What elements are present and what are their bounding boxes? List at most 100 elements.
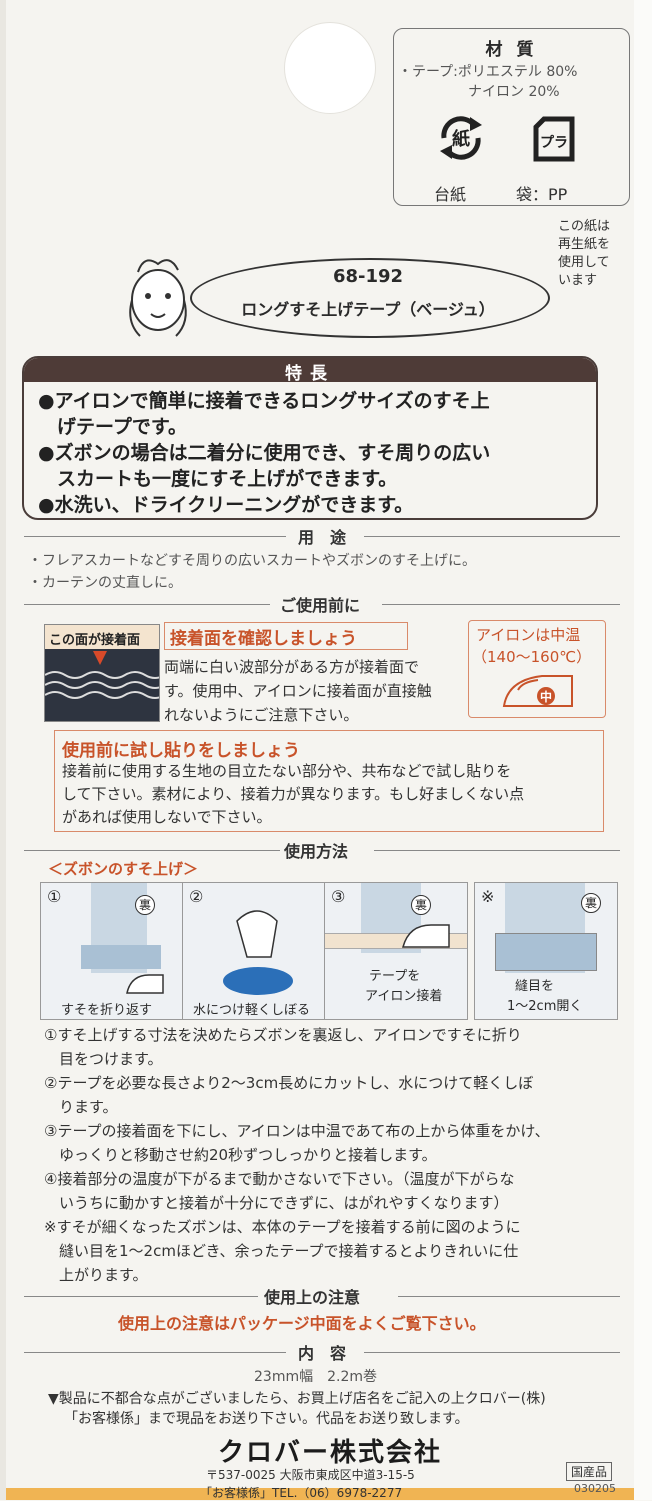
note-line: この紙は [558, 219, 611, 234]
contents-title: 内 容 [298, 1344, 347, 1363]
company-logo: クロバー株式会社 [217, 1438, 442, 1468]
material-row-polyester: ・テープ:ポリエステル 80% [398, 64, 578, 80]
step-3-illustration: ③ 裏 テープを アイロン接着 [324, 882, 468, 1020]
test-title: 使用前に試し貼りをしましょう [62, 741, 300, 761]
product-name: ロングすそ上げテープ（ベージュ） [241, 300, 495, 319]
iron-temp-range: （140〜160℃） [472, 648, 592, 666]
folded-hem [495, 933, 597, 971]
package-card [6, 0, 634, 1500]
company-address: 〒537-0025 大阪市東成区中道3-15-5 [206, 1468, 415, 1482]
caution-title: 使用上の注意 [264, 1288, 361, 1307]
instruction-line: ②テープを必要な長さより2〜3cm長めにカットし、水につけて軽くしぼ [44, 1074, 534, 1092]
method-title: 使用方法 [284, 842, 349, 861]
test-line: があれば使用しないで下さい。 [62, 808, 272, 826]
before-use-title: ご使用前に [280, 596, 361, 615]
note-line: 使用して [558, 255, 610, 270]
svg-text:中: 中 [540, 689, 552, 704]
use-line: ・カーテンの丈直しに。 [28, 575, 182, 591]
feature-line: ●ズボンの場合は二着分に使用でき、すそ周りの広い [38, 442, 491, 464]
divider [398, 1296, 620, 1297]
step-1-illustration: ① 裏 すそを折り返す [40, 882, 184, 1020]
divider [364, 1352, 620, 1353]
divider [364, 536, 620, 537]
instruction-line: 目をつけます。 [44, 1050, 163, 1068]
step-3-caption-1: テープを [369, 969, 421, 984]
adhesive-side-label: この面が接着面 [49, 633, 141, 648]
hang-hole [284, 22, 376, 114]
bag-label: 袋：PP [516, 185, 568, 204]
card-right-margin [634, 0, 652, 1500]
caution-text: 使用上の注意はパッケージ中面をよくご覧下さい。 [118, 1314, 486, 1333]
divider [382, 604, 620, 605]
card-left-edge [0, 0, 6, 1500]
feature-line: ●アイロンで簡単に接着できるロングサイズのすそ上 [38, 390, 490, 412]
instruction-line: いうちに動かすと接着が十分にできずに、はがれやすくなります） [44, 1194, 509, 1212]
instruction-line: ④接着部分の温度が下がるまで動かさないで下さい。（温度が下がらな [44, 1170, 515, 1188]
material-box: 材 質 ・テープ:ポリエステル 80% ナイロン 20% 紙 プラ 台紙 袋：P… [393, 28, 630, 206]
divider [24, 1352, 286, 1353]
material-row-nylon: ナイロン 20% [468, 84, 560, 100]
iron-temp-label: アイロンは中温 [476, 626, 581, 644]
features-title: 特長 [285, 364, 335, 384]
step-2-number: ② [189, 887, 204, 906]
step-1-number: ① [47, 887, 62, 906]
svg-text:紙: 紙 [452, 128, 470, 150]
iron-temp-box [468, 620, 606, 718]
test-line: して下さい。素材により、接着力が異なります。もし好ましくない点 [62, 785, 525, 803]
hand-icon [227, 901, 287, 971]
product-code: 030205 [574, 1482, 616, 1495]
origin-badge: 国産品 [566, 1462, 613, 1481]
notice-line: 「お客様係」まで現品をお送り下さい。代品をお送り致します。 [64, 1411, 469, 1427]
product-oval [190, 258, 550, 338]
divider [24, 1296, 258, 1297]
step-note-caption-1: 縫目を [515, 979, 555, 994]
method-subtitle: ＜ズボンのすそ上げ＞ [48, 860, 199, 878]
confirm-title: 接着面を確認しましょう [170, 629, 357, 649]
reverse-side-tag: 裏 [581, 893, 601, 913]
reverse-side-tag: 裏 [135, 895, 155, 915]
step-2-caption: 水につけ軽くしぼる [193, 1003, 311, 1018]
folded-hem [81, 945, 161, 969]
uses-title: 用 途 [298, 528, 347, 547]
instruction-line: ③テープの接着面を下にし、アイロンは中温であて布の上から体重をかけ、 [44, 1122, 550, 1140]
divider [24, 850, 280, 851]
instruction-line: ※すそが細くなったズボンは、本体のテープを接着する前に図のように [44, 1218, 521, 1236]
divider [24, 536, 286, 537]
instruction-line: 上がります。 [44, 1266, 148, 1284]
mascot-girl-icon [118, 250, 198, 346]
instruction-line: 縫い目を1〜2cmほどき、余ったテープで接着するとよりきれいに仕 [44, 1242, 519, 1260]
confirm-title-box [164, 622, 408, 650]
instruction-line: ゆっくりと移動させ約20秒ずつしっかりと接着します。 [44, 1146, 437, 1164]
material-title: 材 質 [485, 40, 538, 60]
recycled-paper-note: この紙は 再生紙を 使用して います [558, 218, 630, 290]
note-line: 再生紙を [558, 237, 611, 252]
instruction-line: ります。 [44, 1098, 118, 1116]
company-tel: 「お客様係」TEL.（06）6978-2277 [200, 1486, 403, 1500]
step-3-caption-2: アイロン接着 [365, 989, 443, 1004]
step-3-number: ③ [331, 887, 346, 906]
bottom-color-band [6, 1488, 634, 1500]
contents-text: 23mm幅 2.2m巻 [254, 1369, 377, 1385]
confirm-line: れないようにご注意下さい。 [164, 706, 359, 724]
step-note-caption-2: 1〜2cm開く [507, 999, 583, 1014]
notice-line: ▼製品に不都合な点がございましたら、お買上げ店名をご記入の上クロバー(株) [48, 1391, 546, 1407]
note-line: います [558, 273, 598, 288]
step-note-illustration: ※ 裏 縫目を 1〜2cm開く [474, 882, 618, 1020]
step-1-caption: すそを折り返す [61, 1003, 153, 1018]
reverse-side-tag: 裏 [411, 895, 431, 915]
iron-icon [401, 921, 451, 951]
paper-label: 台紙 [434, 185, 467, 204]
feature-line: スカートも一度にすそ上げができます。 [38, 468, 398, 490]
divider [24, 604, 270, 605]
features-box: 特長 ●アイロンで簡単に接着できるロングサイズのすそ上 げテープです。 ●ズボン… [22, 356, 598, 520]
test-line: 接着前に使用する生地の目立たない部分や、共布などで試し貼りを [62, 762, 512, 780]
paper-recycle-icon: 紙 [434, 111, 488, 165]
features-header [24, 358, 596, 382]
feature-line: ●水洗い、ドライクリーニングができます。 [38, 494, 414, 516]
iron-icon: 中 [498, 670, 578, 710]
iron-icon [125, 971, 165, 997]
divider [374, 850, 620, 851]
svg-text:プラ: プラ [540, 135, 568, 151]
plastic-recycle-icon: プラ [528, 113, 580, 165]
water-bowl [223, 967, 293, 995]
